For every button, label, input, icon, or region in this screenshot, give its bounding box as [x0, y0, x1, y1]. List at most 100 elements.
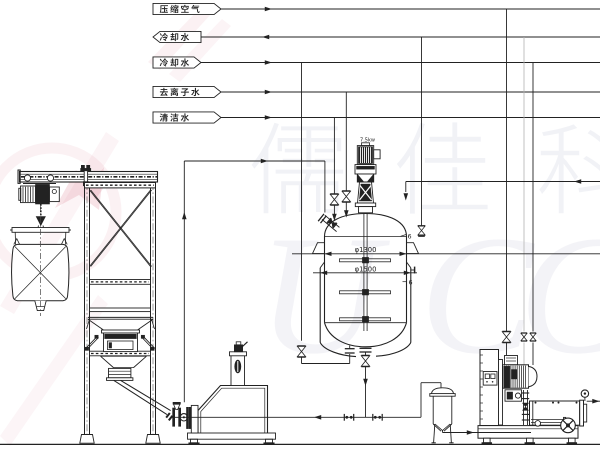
shape [373, 415, 377, 419]
line [326, 217, 332, 224]
electric-hoist [18, 174, 60, 231]
valve-icon [520, 332, 528, 342]
shape [341, 190, 352, 203]
feed-hopper [429, 387, 531, 444]
line [332, 222, 338, 229]
shape [557, 401, 560, 404]
line [449, 423, 452, 443]
valve-icon [341, 190, 352, 203]
head-thickness-note: 6 [407, 232, 411, 240]
flow-arrow-icon [403, 193, 409, 201]
shape [329, 193, 340, 206]
air-drop-mill [501, 9, 512, 356]
utility-headers: 压缩空气 冷却水 冷却水 去离子水 清洁水 [152, 2, 600, 124]
line [400, 234, 407, 237]
clean-water-drop [329, 117, 340, 221]
valve-icon [329, 193, 340, 206]
line [14, 246, 67, 300]
shape [326, 217, 338, 229]
shape [345, 415, 349, 419]
shape [526, 437, 534, 444]
shape [583, 403, 588, 423]
shape [61, 237, 68, 245]
shape [521, 402, 530, 411]
flow-label-1: 压缩空气 [152, 2, 600, 16]
shape [87, 318, 154, 331]
tank-feed-line [403, 179, 600, 201]
shape [79, 434, 95, 444]
flow-label-2-text: 冷却水 [160, 31, 187, 43]
shape [108, 367, 132, 379]
watermark-latin: UCC [258, 201, 600, 389]
line [433, 423, 436, 443]
shape [566, 423, 570, 428]
shape [51, 188, 57, 194]
mill-outlet-line [586, 398, 600, 404]
shape [579, 399, 585, 427]
shape [362, 289, 369, 296]
tank-inlet-nozzle [317, 213, 340, 232]
flow-arrow-icon [264, 6, 272, 12]
shape [55, 167, 104, 210]
shape [362, 257, 369, 264]
flow-label-4: 去离子水 [152, 85, 600, 99]
shape [501, 331, 512, 343]
flow-arrow-icon [332, 213, 337, 221]
shape [319, 342, 357, 358]
shape [528, 365, 538, 388]
shape [483, 437, 491, 444]
agitator-paddle [339, 289, 391, 296]
receiving-hopper [84, 316, 156, 381]
line [319, 215, 327, 224]
shape [187, 432, 276, 440]
motor-power-label: 7.5kw [360, 138, 375, 144]
text-span: C [519, 201, 600, 389]
mill-inlet-pipe [521, 390, 530, 425]
shape [575, 401, 578, 404]
valve-icon [360, 354, 371, 368]
shape [534, 420, 542, 427]
flow-arrow-icon [260, 158, 268, 164]
line [359, 185, 372, 201]
mill-cooling-return-drop [520, 37, 528, 365]
dim-arrow [399, 251, 407, 256]
shape [504, 355, 518, 366]
shape [188, 406, 192, 429]
shape [152, 2, 222, 16]
shape [358, 206, 373, 214]
support-tower [84, 182, 156, 435]
valve-icon [501, 330, 512, 344]
shape [484, 373, 490, 379]
line [168, 415, 174, 422]
pipe-drops [296, 9, 600, 365]
valve-icon [529, 332, 537, 342]
shape [534, 401, 537, 404]
line [90, 189, 153, 267]
shape [35, 184, 50, 205]
shape [14, 232, 67, 245]
shape [375, 342, 412, 357]
shape [552, 401, 554, 404]
shape [321, 219, 337, 232]
shape [358, 146, 373, 164]
shape [373, 149, 381, 160]
shape [486, 381, 488, 383]
flow-label-5-text: 清洁水 [160, 112, 187, 124]
shape [49, 186, 60, 203]
shape [46, 174, 55, 182]
shape [406, 261, 412, 269]
butterfly-valve-icon [326, 217, 338, 229]
shape [490, 373, 496, 379]
dim-arrow [403, 270, 411, 275]
agitator-motor: 7.5kw [354, 138, 381, 214]
flow-arrow-icon [466, 430, 474, 435]
line [317, 213, 325, 222]
shape [108, 342, 112, 349]
valve-icon [296, 345, 307, 358]
pipe-coupling-icon [343, 413, 355, 421]
shape [145, 434, 161, 444]
shape [18, 187, 22, 201]
mill-cooling-supply-drop [529, 62, 537, 365]
shape [323, 322, 408, 348]
shape [349, 415, 353, 419]
